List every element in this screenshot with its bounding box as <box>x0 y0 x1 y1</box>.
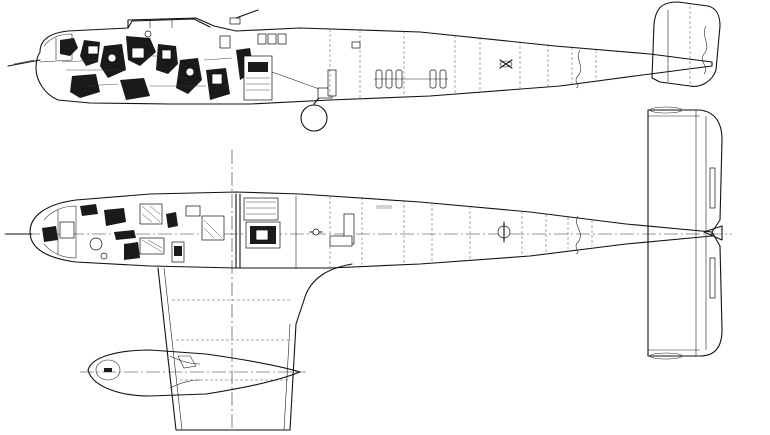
side-view <box>7 1 721 132</box>
side-oxygen-bottles <box>374 69 448 89</box>
top-engine-nacelle <box>80 349 306 397</box>
side-canopy <box>127 18 211 29</box>
top-horizontal-tail <box>647 109 723 357</box>
top-view <box>4 106 732 431</box>
top-fuselage-frames <box>329 196 593 268</box>
top-fuselage-outline <box>29 191 713 269</box>
side-nose-gun <box>7 59 41 67</box>
top-wing <box>157 263 353 431</box>
side-fuselage-outline <box>35 17 713 105</box>
top-cockpit-interior <box>42 203 225 263</box>
top-bulkhead <box>235 193 297 269</box>
side-equipment-bay <box>219 33 323 101</box>
side-dorsal-gun <box>235 9 259 19</box>
side-main-wheel <box>300 87 333 132</box>
side-nose-glazing <box>39 33 73 63</box>
side-vertical-tail <box>651 1 721 87</box>
side-fuselage-frames <box>329 29 597 100</box>
